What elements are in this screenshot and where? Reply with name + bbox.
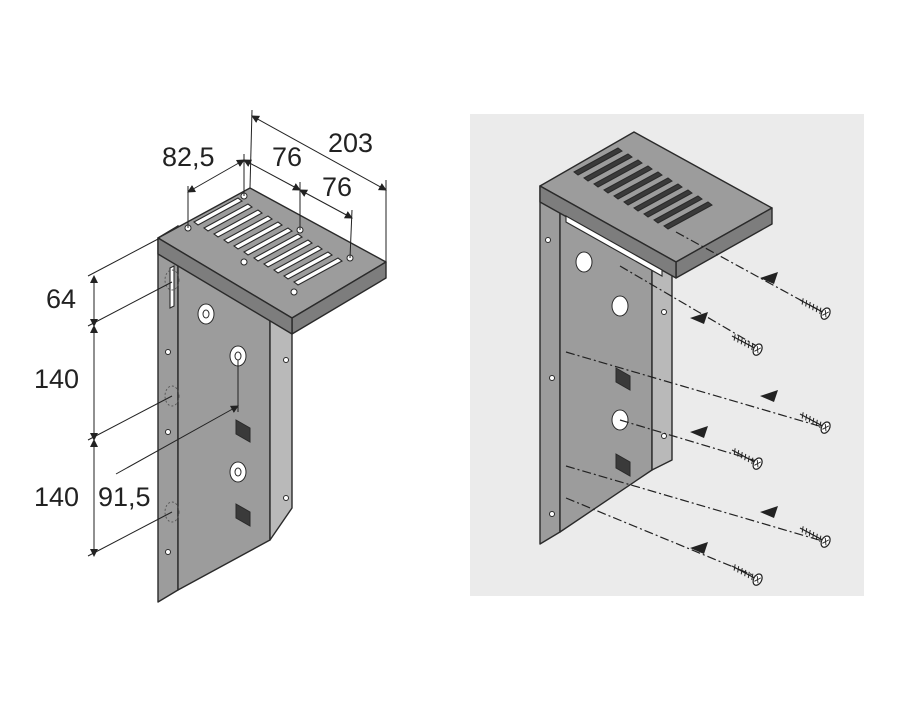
arrow-icon — [690, 272, 778, 554]
dim-offset-side: 91,5 — [98, 482, 151, 512]
shelf-slots — [192, 197, 344, 286]
screw-paths — [565, 231, 833, 588]
bracket-top-front-edge — [157, 237, 293, 335]
dimensioned-bracket: 203 82,5 76 76 64 140 140 91,5 — [34, 109, 387, 603]
mount-top-front-edge — [539, 185, 677, 279]
dimension-lines — [87, 109, 387, 557]
dim-depth-front: 82,5 — [162, 142, 215, 172]
mount-side-flange — [539, 175, 561, 545]
dim-height-top: 64 — [46, 284, 76, 314]
mount-shelf-slots — [573, 147, 713, 230]
dim-height-mid: 140 — [34, 364, 79, 394]
dim-spacing-a: 76 — [272, 142, 302, 172]
dim-spacing-b: 76 — [322, 172, 352, 202]
bracket-side-flange — [157, 225, 179, 603]
mounting-bracket — [539, 131, 773, 545]
dim-width-total: 203 — [328, 128, 373, 158]
dim-height-bottom: 140 — [34, 482, 79, 512]
